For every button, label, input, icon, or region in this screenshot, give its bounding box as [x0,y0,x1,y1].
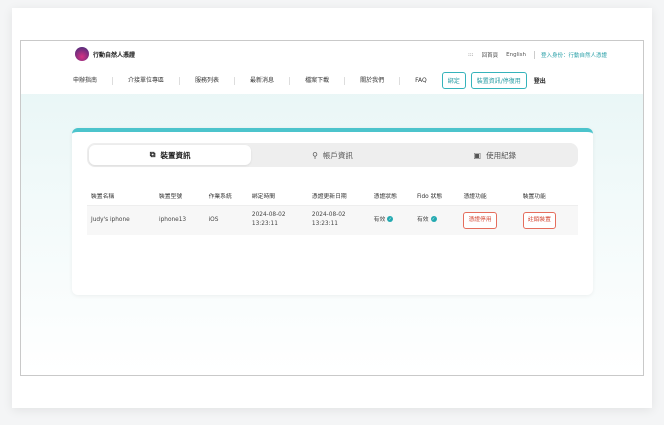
col-device-model: 裝置型號 [154,187,205,206]
col-cert-action: 憑證功能 [459,187,519,206]
fido-status-text: 有效 [416,216,429,223]
col-device-action: 裝置功能 [518,187,578,206]
nav-guide[interactable]: 申辦指南 [73,76,114,85]
update-date: 2024-08-02 [311,212,346,219]
nav-partner[interactable]: 介接單位專區 [113,76,181,85]
tab-label: 帳戶資訊 [322,150,353,160]
nav-services[interactable]: 服務列表 [180,76,236,85]
login-identity: 登入身份：行動自然人憑證 [533,51,607,59]
col-os: 作業系統 [204,187,248,206]
nav-news[interactable]: 最新消息 [235,76,291,85]
logo-text: 行動自然人憑證 [93,51,136,59]
device-info-button[interactable]: 裝置資訊/停復用 [470,72,527,89]
tab-device-info[interactable]: ⧉ 裝置資訊 [89,145,252,165]
device-action-cell: 註銷裝置 [518,205,578,235]
col-cert-status: 憑證狀態 [369,187,413,206]
calendar-icon: ▣ [473,150,482,160]
bind-time: 2024-08-02 13:23:11 [247,205,308,235]
table-row: Judy's iphone iphone13 iOS 2024-08-02 13:… [87,205,578,235]
disable-cert-button[interactable]: 憑證停用 [463,211,497,229]
bind-date: 2024-08-02 [251,212,286,219]
col-update-date: 憑證更新日期 [307,187,370,206]
nav-faq[interactable]: FAQ [415,76,427,84]
utility-bar: ::: 回首頁 English 登入身份：行動自然人憑證 [468,51,607,59]
deregister-device-button[interactable]: 註銷裝置 [522,211,556,229]
cert-action-cell: 憑證停用 [459,205,519,235]
col-bind-time: 綁定時間 [247,187,308,206]
col-device-name: 裝置名稱 [87,187,155,206]
english-link[interactable]: English [506,52,526,58]
cert-status: 有效✓ [369,205,413,235]
tab-bar: ⧉ 裝置資訊 ⚲ 帳戶資訊 ▣ 使用紀錄 [87,143,578,167]
main-nav: 申辦指南 介接單位專區 服務列表 最新消息 檔案下載 關於我們 FAQ 綁定 裝… [73,72,629,89]
tab-usage-log[interactable]: ▣ 使用紀錄 [414,145,576,165]
device-name: Judy's iphone [87,205,155,235]
nav-about[interactable]: 關於我們 [345,76,401,85]
check-icon: ✓ [387,216,394,223]
bind-clock: 13:23:11 [251,221,278,228]
grid-icon: ::: [468,52,474,58]
fido-status: 有效✓ [412,205,460,235]
tab-label: 裝置資訊 [160,150,191,160]
update-time: 2024-08-02 13:23:11 [307,205,370,235]
tab-account-info[interactable]: ⚲ 帳戶資訊 [251,145,413,165]
update-clock: 13:23:11 [311,221,338,228]
check-icon: ✓ [430,216,437,223]
browser-frame: 行動自然人憑證 ::: 回首頁 English 登入身份：行動自然人憑證 申辦指… [20,40,644,376]
user-icon: ⚲ [312,150,318,160]
device-card: ⧉ 裝置資訊 ⚲ 帳戶資訊 ▣ 使用紀錄 裝置名稱 裝置型號 作業系統 綁定時間 憑證… [72,128,593,295]
device-model: iphone13 [154,205,205,235]
site-logo[interactable]: 行動自然人憑證 [75,47,135,61]
logout-button[interactable]: 登出 [533,78,546,85]
logo-icon [75,47,89,61]
home-link[interactable]: 回首頁 [481,53,499,59]
table-header: 裝置名稱 裝置型號 作業系統 綁定時間 憑證更新日期 憑證狀態 Fido 狀態 … [87,187,578,206]
col-fido-status: Fido 狀態 [412,187,460,206]
tab-label: 使用紀錄 [486,150,517,160]
device-table: 裝置名稱 裝置型號 作業系統 綁定時間 憑證更新日期 憑證狀態 Fido 狀態 … [87,187,578,235]
bind-button[interactable]: 綁定 [441,72,466,89]
cert-status-text: 有效 [373,216,386,223]
device-os: iOS [204,205,248,235]
nav-downloads[interactable]: 檔案下載 [290,76,346,85]
device-icon: ⧉ [149,150,156,159]
site-header: 行動自然人憑證 ::: 回首頁 English 登入身份：行動自然人憑證 申辦指… [21,41,643,94]
